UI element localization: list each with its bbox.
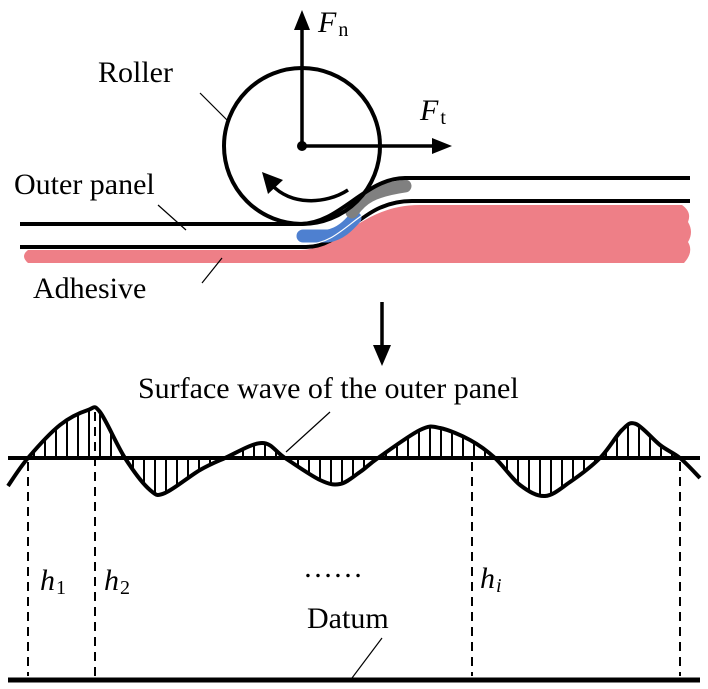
- gray-hem-strip: [345, 179, 412, 219]
- ellipsis: ……: [303, 551, 363, 584]
- outer-panel-leader-line: [157, 204, 187, 231]
- highlight-line: [307, 197, 413, 245]
- roller-leader-line: [199, 92, 229, 122]
- datum-label: Datum: [307, 602, 389, 635]
- transition-arrowhead: [373, 345, 391, 366]
- rotation-arrow: [270, 183, 349, 203]
- surface-wave-label: Surface wave of the outer panel: [138, 372, 519, 405]
- rotation-arrowhead: [262, 172, 283, 194]
- adhesive-layer: [24, 205, 691, 263]
- height-label-i: hi: [480, 562, 502, 597]
- height-label-2: h2: [104, 564, 130, 599]
- adhesive-label: Adhesive: [33, 272, 146, 305]
- adhesive-leader-line: [201, 257, 223, 284]
- normal-force-arrowhead: [294, 10, 310, 30]
- roller-label: Roller: [98, 56, 173, 89]
- tangential-force-arrowhead: [432, 138, 452, 154]
- wave-hatching: [33, 409, 673, 496]
- surface-wave-leader-line: [285, 411, 331, 453]
- datum-leader-line: [351, 637, 383, 679]
- outer-panel-label: Outer panel: [14, 168, 155, 201]
- surface-wave-curve: [6, 405, 702, 499]
- height-label-1: h1: [40, 564, 66, 599]
- bottom-panel: Surface wave of the outer panel h1 h2 hi…: [6, 372, 702, 683]
